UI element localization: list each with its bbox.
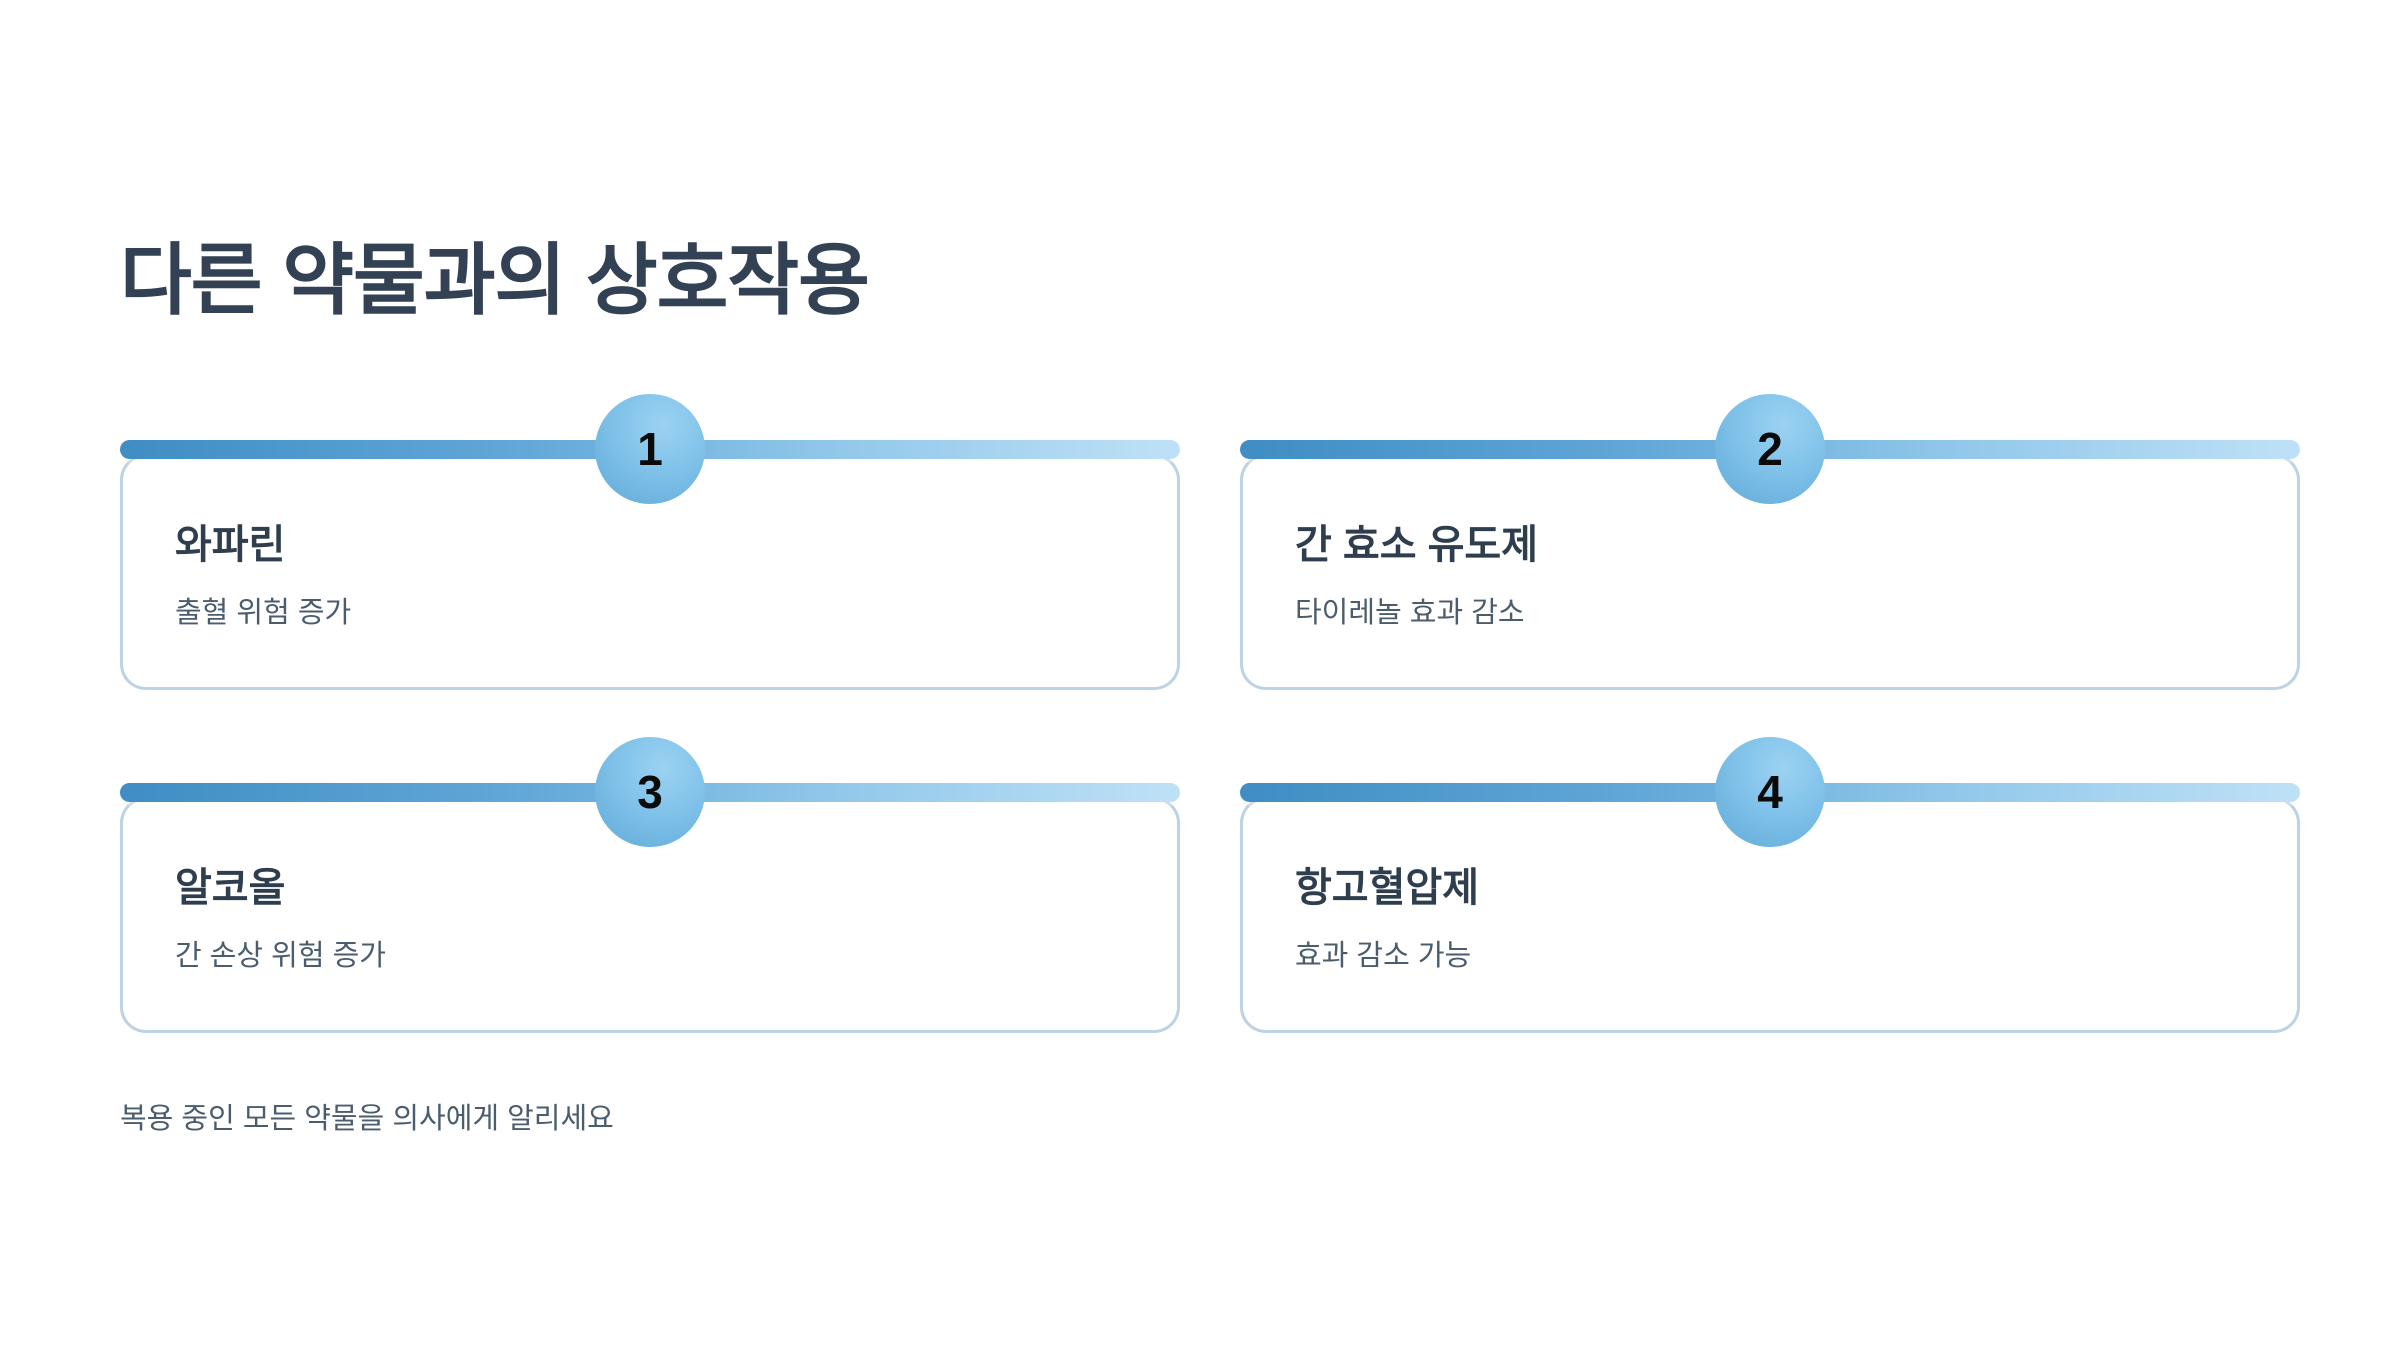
card-number-badge: 3	[595, 737, 705, 847]
footnote-text: 복용 중인 모든 약물을 의사에게 알리세요	[120, 1103, 614, 1135]
card-number-badge: 1	[595, 394, 705, 504]
card-body: 와파린 출혈 위험 증가	[120, 454, 1180, 690]
card-number-label: 3	[637, 766, 663, 818]
card-description: 간 손상 위험 증가	[175, 940, 386, 972]
card-title: 간 효소 유도제	[1295, 523, 1539, 567]
card-number-label: 1	[637, 423, 663, 475]
interaction-card[interactable]: 알코올 간 손상 위험 증가 3	[120, 737, 1180, 1033]
interaction-card[interactable]: 항고혈압제 효과 감소 가능 4	[1240, 737, 2300, 1033]
card-number-badge: 2	[1715, 394, 1825, 504]
card-title: 알코올	[175, 866, 286, 910]
card-description: 타이레놀 효과 감소	[1295, 597, 1525, 629]
card-title: 와파린	[175, 523, 286, 567]
page-title: 다른 약물과의 상호작용	[120, 236, 870, 325]
card-title: 항고혈압제	[1295, 866, 1479, 910]
card-number-label: 4	[1757, 766, 1783, 818]
interaction-card-grid: 와파린 출혈 위험 증가 1 간 효소 유도제 타이레놀 효과 감소 2 알코올…	[120, 394, 2300, 1033]
card-number-label: 2	[1757, 423, 1783, 475]
card-number-badge: 4	[1715, 737, 1825, 847]
card-description: 효과 감소 가능	[1295, 940, 1472, 972]
interaction-card[interactable]: 간 효소 유도제 타이레놀 효과 감소 2	[1240, 394, 2300, 690]
interaction-card[interactable]: 와파린 출혈 위험 증가 1	[120, 394, 1180, 690]
card-description: 출혈 위험 증가	[175, 597, 352, 629]
